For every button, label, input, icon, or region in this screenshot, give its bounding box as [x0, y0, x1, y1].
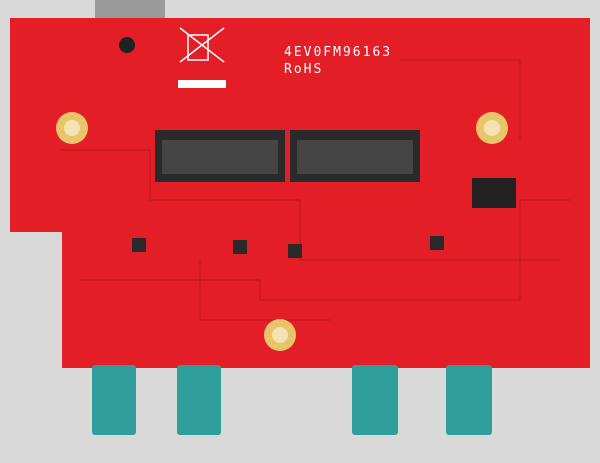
rf-connectors	[92, 365, 492, 435]
top-connector	[95, 0, 165, 20]
small-ics	[132, 236, 444, 258]
board-connector	[155, 130, 420, 182]
ic-chip	[472, 178, 516, 208]
part-number-label: 4EV0FM96163	[284, 45, 393, 60]
silkscreen-bar	[178, 80, 226, 88]
recycle-bin-icon	[179, 27, 225, 63]
rohs-label: RoHS	[284, 62, 324, 77]
mounting-holes	[56, 37, 508, 351]
traces	[60, 59, 570, 321]
